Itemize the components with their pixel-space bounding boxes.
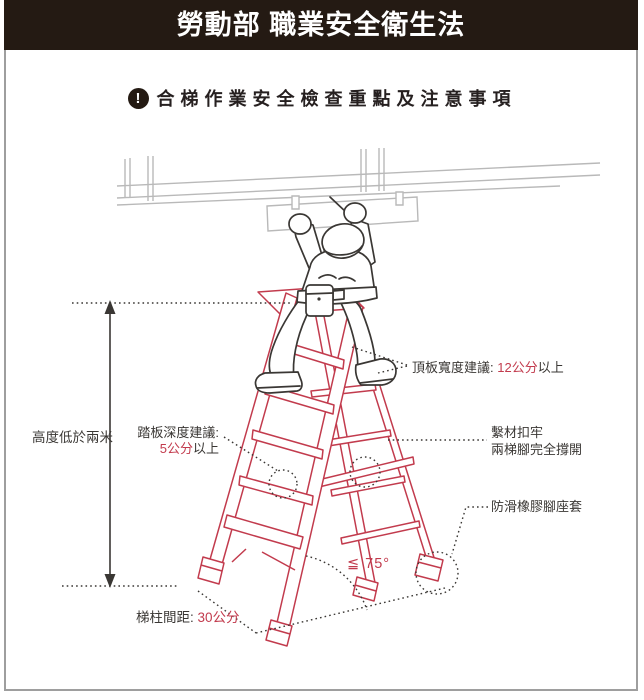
top-board-value: 12公分 (497, 360, 538, 375)
header-bar: 勞動部 職業安全衛生法 (4, 0, 638, 50)
ladder-step (223, 514, 304, 550)
worker-hand (288, 213, 312, 235)
tie-annotation: 繫材扣牢 兩梯腳完全撐開 (491, 424, 582, 458)
worker-hand (343, 202, 367, 224)
worker-boot (354, 358, 397, 386)
angle-arc (305, 555, 368, 611)
tie-line1: 繫材扣牢 (491, 425, 544, 440)
tread-annotation: 踏板深度建議: 5公分以上 (133, 425, 219, 457)
foot-annotation: 防滑橡膠腳座套 (491, 499, 582, 515)
spacing-label: 梯柱間距: (136, 610, 198, 625)
spacing-value: 30公分 (197, 610, 240, 625)
ladder-feet (197, 553, 444, 647)
brace-highlight-circle (349, 456, 381, 488)
foot-highlight-circle (415, 551, 459, 595)
subtitle-row: ! 合梯作業安全檢查重點及注意事項 (0, 85, 644, 111)
angle-annotation: ≦ 75° (347, 556, 390, 572)
tread-suffix: 以上 (192, 441, 219, 456)
spacing-annotation: 梯柱間距: 30公分 (136, 610, 240, 626)
page-title: 勞動部 職業安全衛生法 (176, 9, 466, 40)
tread-label: 踏板深度建議: (137, 425, 219, 440)
ladder-step (251, 429, 324, 460)
height-label: 高度低於兩米 (32, 430, 113, 445)
height-annotation: 高度低於兩米 (32, 430, 113, 446)
top-board-label: 頂板寬度建議: (412, 360, 498, 375)
annotation-leaders (197, 346, 488, 634)
foot-label: 防滑橡膠腳座套 (491, 499, 583, 514)
worker-head (321, 223, 365, 259)
height-measure-arrow (62, 300, 292, 588)
tread-value: 5公分 (159, 441, 193, 456)
tie-line2: 兩梯腳完全撐開 (491, 442, 583, 457)
ladder-step (238, 475, 314, 506)
tread-highlight-circle (268, 469, 298, 499)
angle-value: ≦ 75° (347, 556, 391, 572)
top-board-annotation: 頂板寬度建議: 12公分以上 (412, 360, 564, 376)
subtitle-text: 合梯作業安全檢查重點及注意事項 (156, 89, 517, 109)
exclamation-circle-icon: ! (127, 87, 149, 109)
worker-figure (254, 196, 397, 394)
worker-boot (254, 371, 303, 394)
stepladder (197, 285, 444, 647)
top-board-suffix: 以上 (537, 360, 564, 375)
